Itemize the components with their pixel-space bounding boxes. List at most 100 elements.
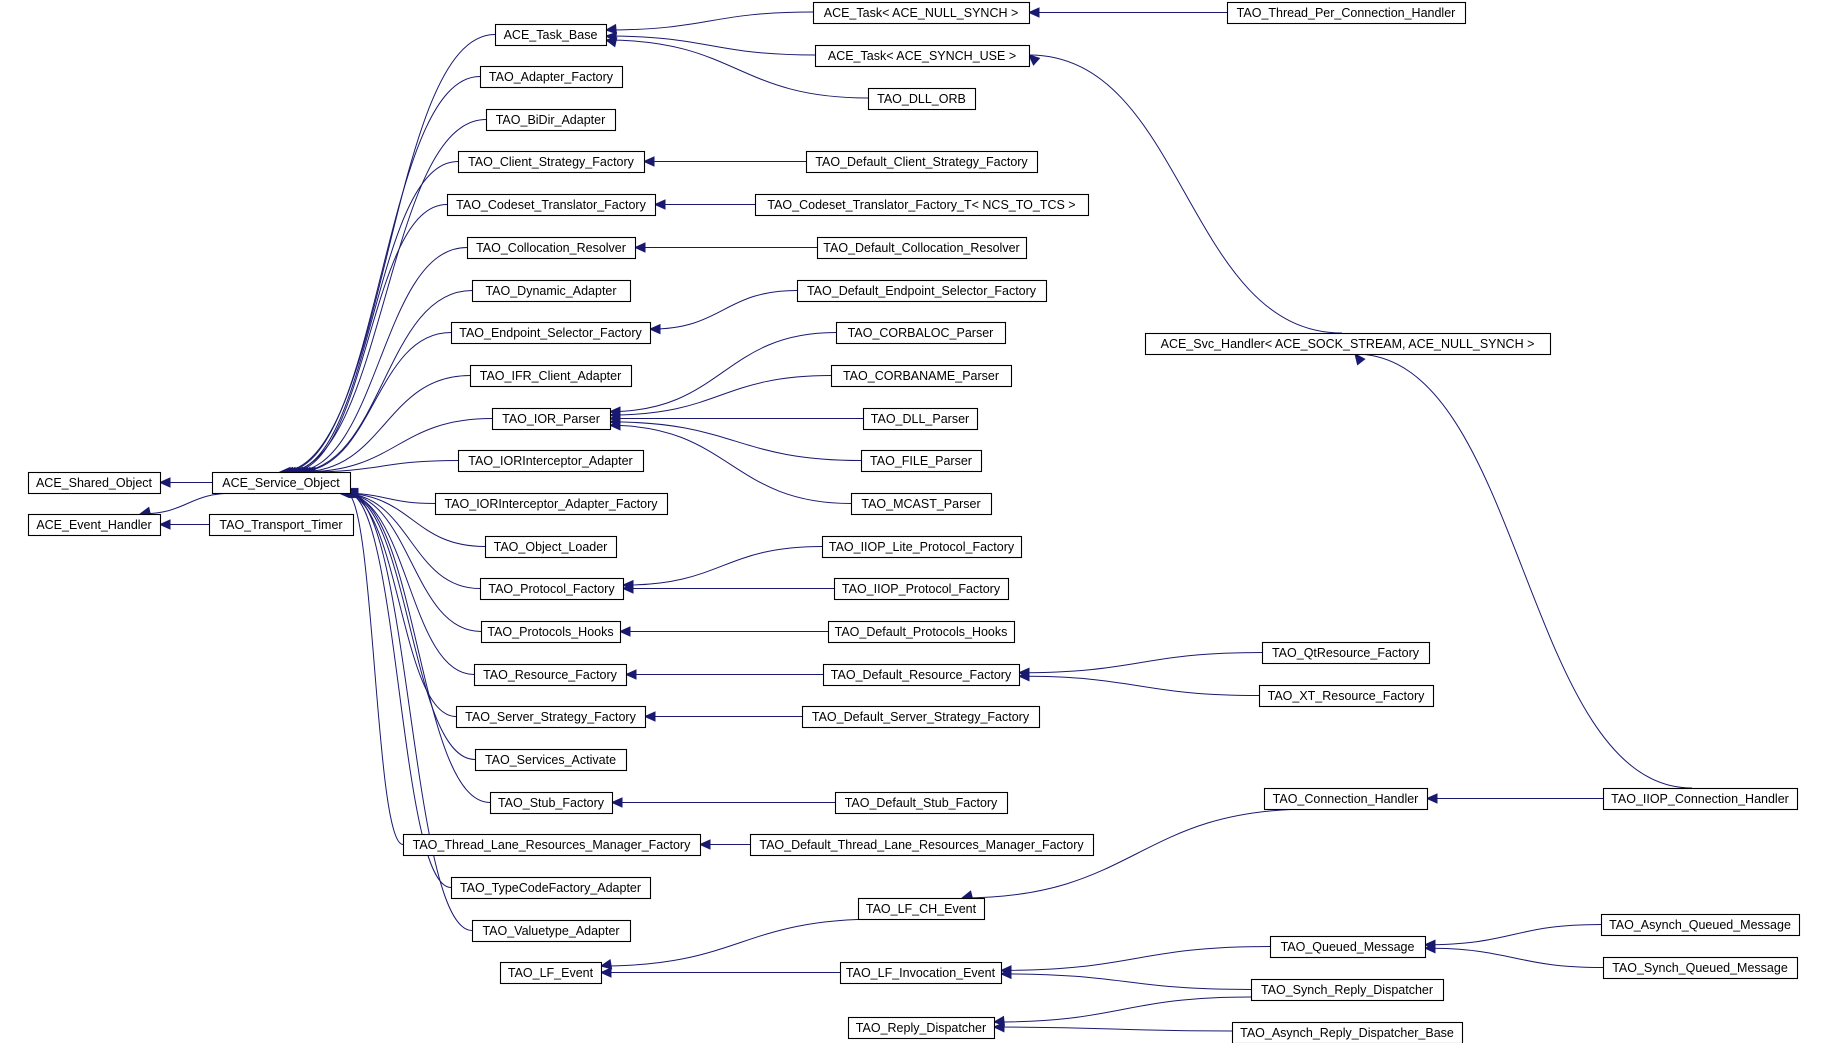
class-node-tao-default-thread-lane-resources-manager-factory[interactable]: TAO_Default_Thread_Lane_Resources_Manage… (749, 833, 1095, 857)
class-node-tao-qtresource-factory[interactable]: TAO_QtResource_Factory (1261, 641, 1431, 665)
class-node-ace-event-handler[interactable]: ACE_Event_Handler (27, 513, 162, 537)
class-node-tao-default-stub-factory[interactable]: TAO_Default_Stub_Factory (834, 791, 1009, 815)
class-node-label: TAO_Transport_Timer (219, 518, 342, 532)
inheritance-edge (643, 711, 802, 722)
class-node-tao-client-strategy-factory[interactable]: TAO_Client_Strategy_Factory (457, 150, 646, 174)
class-node-box (450, 321, 652, 345)
edge-arrowhead (648, 323, 661, 335)
edge-line (609, 332, 837, 413)
class-node-ace-task-null[interactable]: ACE_Task< ACE_NULL_SYNCH > (812, 1, 1031, 25)
class-node-box (867, 87, 977, 111)
class-node-tao-codeset-translator-factory[interactable]: TAO_Codeset_Translator_Factory (446, 193, 657, 217)
class-node-label: TAO_LF_CH_Event (866, 902, 977, 916)
class-node-tao-lf-invocation-event[interactable]: TAO_LF_Invocation_Event (839, 961, 1003, 985)
edge-arrowhead (1027, 7, 1040, 18)
class-node-tao-connection-handler[interactable]: TAO_Connection_Handler (1263, 787, 1429, 811)
class-node-box (484, 535, 618, 559)
class-node-tao-transport-timer[interactable]: TAO_Transport_Timer (208, 513, 355, 537)
class-node-label: TAO_Thread_Per_Connection_Handler (1237, 6, 1456, 20)
class-node-tao-dynamic-adapter[interactable]: TAO_Dynamic_Adapter (471, 279, 632, 303)
class-node-tao-file-parser[interactable]: TAO_FILE_Parser (860, 449, 983, 473)
class-node-tao-mcast-parser[interactable]: TAO_MCAST_Parser (850, 492, 993, 516)
class-node-tao-default-endpoint-selector-factory[interactable]: TAO_Default_Endpoint_Selector_Factory (796, 279, 1048, 303)
inheritance-edge (633, 242, 817, 253)
class-node-label: TAO_CORBANAME_Parser (843, 369, 999, 383)
inheritance-edge (608, 332, 837, 417)
inheritance-edge (992, 1021, 1233, 1033)
class-node-label: TAO_IORInterceptor_Adapter (468, 454, 632, 468)
class-node-tao-collocation-resolver[interactable]: TAO_Collocation_Resolver (466, 236, 637, 260)
class-node-box (471, 279, 632, 303)
inheritance-edge (604, 31, 816, 56)
class-node-tao-object-loader[interactable]: TAO_Object_Loader (484, 535, 618, 559)
class-node-tao-corbaloc-parser[interactable]: TAO_CORBALOC_Parser (835, 321, 1007, 345)
edge-arrowhead (1423, 942, 1436, 954)
class-node-tao-thread-lane-resources-manager-factory[interactable]: TAO_Thread_Lane_Resources_Manager_Factor… (402, 833, 702, 857)
class-node-tao-stub-factory[interactable]: TAO_Stub_Factory (489, 791, 614, 815)
edge-line (304, 460, 459, 473)
class-node-tao-protocol-factory[interactable]: TAO_Protocol_Factory (479, 577, 625, 601)
class-node-tao-server-strategy-factory[interactable]: TAO_Server_Strategy_Factory (455, 705, 647, 729)
class-node-box (450, 876, 652, 900)
class-node-tao-default-client-strategy-factory[interactable]: TAO_Default_Client_Strategy_Factory (805, 150, 1039, 174)
class-node-label: TAO_Default_Collocation_Resolver (823, 241, 1019, 255)
class-node-tao-synch-reply-dispatcher[interactable]: TAO_Synch_Reply_Dispatcher (1250, 978, 1445, 1002)
class-node-tao-default-protocols-hooks[interactable]: TAO_Default_Protocols_Hooks (827, 620, 1016, 644)
edge-arrowhead (618, 626, 631, 637)
edge-arrowhead (158, 477, 171, 488)
class-node-tao-xt-resource-factory[interactable]: TAO_XT_Resource_Factory (1258, 684, 1435, 708)
inheritance-edge (599, 918, 881, 970)
class-node-label: TAO_IIOP_Connection_Handler (1611, 792, 1789, 806)
class-node-label: ACE_Shared_Object (36, 476, 153, 490)
class-node-tao-synch-queued-message[interactable]: TAO_Synch_Queued_Message (1602, 956, 1799, 980)
class-node-label: TAO_Queued_Message (1281, 940, 1415, 954)
class-node-tao-iorinterceptor-adapter-factory[interactable]: TAO_IORInterceptor_Adapter_Factory (434, 492, 669, 516)
class-node-tao-ifr-client-adapter[interactable]: TAO_IFR_Client_Adapter (469, 364, 633, 388)
inheritance-edge (608, 416, 862, 461)
class-node-box (1144, 332, 1552, 356)
class-node-tao-corbaname-parser[interactable]: TAO_CORBANAME_Parser (830, 364, 1013, 388)
class-node-tao-lf-event[interactable]: TAO_LF_Event (499, 961, 603, 985)
class-node-tao-reply-dispatcher[interactable]: TAO_Reply_Dispatcher (847, 1016, 996, 1040)
edge-arrowhead (158, 519, 171, 530)
class-node-tao-dll-orb[interactable]: TAO_DLL_ORB (867, 87, 977, 111)
class-node-tao-iiop-protocol-factory[interactable]: TAO_IIOP_Protocol_Factory (833, 577, 1010, 601)
class-node-tao-adapter-factory[interactable]: TAO_Adapter_Factory (479, 65, 624, 89)
class-node-label: TAO_Default_Resource_Factory (831, 668, 1012, 682)
class-node-tao-ior-parser[interactable]: TAO_IOR_Parser (491, 407, 612, 431)
class-node-tao-valuetype-adapter[interactable]: TAO_Valuetype_Adapter (471, 919, 632, 943)
class-node-tao-thread-per-connection-handler[interactable]: TAO_Thread_Per_Connection_Handler (1226, 1, 1467, 25)
class-node-tao-iorinterceptor-adapter[interactable]: TAO_IORInterceptor_Adapter (457, 449, 645, 473)
class-node-label: TAO_QtResource_Factory (1272, 646, 1420, 660)
edge-line (1018, 652, 1263, 674)
class-node-tao-asynch-reply-dispatcher-base[interactable]: TAO_Asynch_Reply_Dispatcher_Base (1231, 1021, 1464, 1043)
class-node-tao-iiop-lite-protocol-factory[interactable]: TAO_IIOP_Lite_Protocol_Factory (821, 535, 1023, 559)
edge-line (347, 492, 473, 931)
inheritance-edges (138, 7, 1693, 1033)
class-node-ace-service-object[interactable]: ACE_Service_Object (211, 471, 352, 495)
class-node-ace-svc-handler[interactable]: ACE_Svc_Handler< ACE_SOCK_STREAM, ACE_NU… (1144, 332, 1552, 356)
class-node-tao-typecodefactory-adapter[interactable]: TAO_TypeCodeFactory_Adapter (450, 876, 652, 900)
class-node-tao-default-collocation-resolver[interactable]: TAO_Default_Collocation_Resolver (816, 236, 1028, 260)
class-node-tao-default-server-strategy-factory[interactable]: TAO_Default_Server_Strategy_Factory (801, 705, 1041, 729)
class-node-tao-queued-message[interactable]: TAO_Queued_Message (1269, 935, 1427, 959)
edge-line (289, 204, 448, 473)
class-node-box (27, 471, 162, 495)
class-node-tao-dll-parser[interactable]: TAO_DLL_Parser (862, 407, 979, 431)
class-node-tao-asynch-queued-message[interactable]: TAO_Asynch_Queued_Message (1600, 913, 1801, 937)
class-node-ace-task-use[interactable]: ACE_Task< ACE_SYNCH_USE > (814, 44, 1031, 68)
class-node-tao-codeset-translator-factory-t[interactable]: TAO_Codeset_Translator_Factory_T< NCS_TO… (754, 193, 1090, 217)
class-node-box (211, 471, 352, 495)
class-node-tao-resource-factory[interactable]: TAO_Resource_Factory (473, 663, 628, 687)
class-node-ace-shared-object[interactable]: ACE_Shared_Object (27, 471, 162, 495)
class-node-tao-endpoint-selector-factory[interactable]: TAO_Endpoint_Selector_Factory (450, 321, 652, 345)
class-node-tao-bidir-adapter[interactable]: TAO_BiDir_Adapter (485, 108, 617, 132)
class-node-box (208, 513, 355, 537)
class-node-tao-services-activate[interactable]: TAO_Services_Activate (474, 748, 628, 772)
class-node-tao-iiop-connection-handler[interactable]: TAO_IIOP_Connection_Handler (1602, 787, 1799, 811)
edge-line (292, 247, 468, 473)
class-node-tao-lf-ch-event[interactable]: TAO_LF_CH_Event (857, 897, 986, 921)
class-node-tao-default-resource-factory[interactable]: TAO_Default_Resource_Factory (822, 663, 1021, 687)
class-node-tao-protocols-hooks[interactable]: TAO_Protocols_Hooks (480, 620, 622, 644)
class-node-ace-task-base[interactable]: ACE_Task_Base (494, 23, 608, 47)
